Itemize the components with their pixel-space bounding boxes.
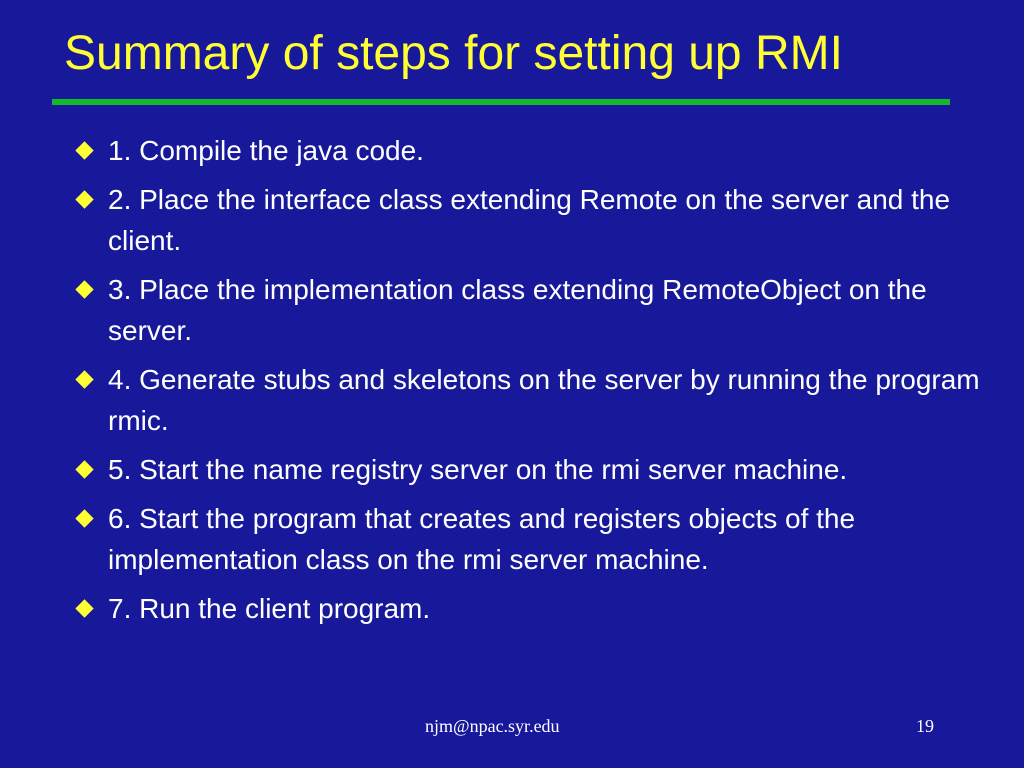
- bullet-text: 3. Place the implementation class extend…: [108, 274, 927, 346]
- diamond-bullet-icon: [75, 370, 94, 389]
- bullet-text: 7. Run the client program.: [108, 593, 431, 624]
- bullet-text: 4. Generate stubs and skeletons on the s…: [108, 364, 980, 436]
- slide-title: Summary of steps for setting up RMI: [64, 27, 843, 80]
- bullet-item-4: 4. Generate stubs and skeletons on the s…: [70, 359, 1000, 441]
- footer-email: njm@npac.syr.edu: [425, 716, 560, 736]
- title-divider: [52, 99, 950, 105]
- bullet-text: 1. Compile the java code.: [108, 135, 424, 166]
- bullet-text: 2. Place the interface class extending R…: [108, 184, 951, 256]
- bullet-list: 1. Compile the java code. 2. Place the i…: [70, 130, 1000, 637]
- bullet-text: 5. Start the name registry server on the…: [108, 454, 848, 485]
- bullet-item-3: 3. Place the implementation class extend…: [70, 269, 1000, 351]
- bullet-item-5: 5. Start the name registry server on the…: [70, 449, 1000, 490]
- diamond-bullet-icon: [75, 141, 94, 160]
- diamond-bullet-icon: [75, 460, 94, 479]
- diamond-bullet-icon: [75, 509, 94, 528]
- diamond-bullet-icon: [75, 190, 94, 209]
- bullet-item-1: 1. Compile the java code.: [70, 130, 1000, 171]
- bullet-item-6: 6. Start the program that creates and re…: [70, 498, 1000, 580]
- bullet-item-7: 7. Run the client program.: [70, 588, 1000, 629]
- diamond-bullet-icon: [75, 280, 94, 299]
- bullet-item-2: 2. Place the interface class extending R…: [70, 179, 1000, 261]
- diamond-bullet-icon: [75, 599, 94, 618]
- bullet-text: 6. Start the program that creates and re…: [108, 503, 856, 575]
- page-number: 19: [916, 716, 934, 736]
